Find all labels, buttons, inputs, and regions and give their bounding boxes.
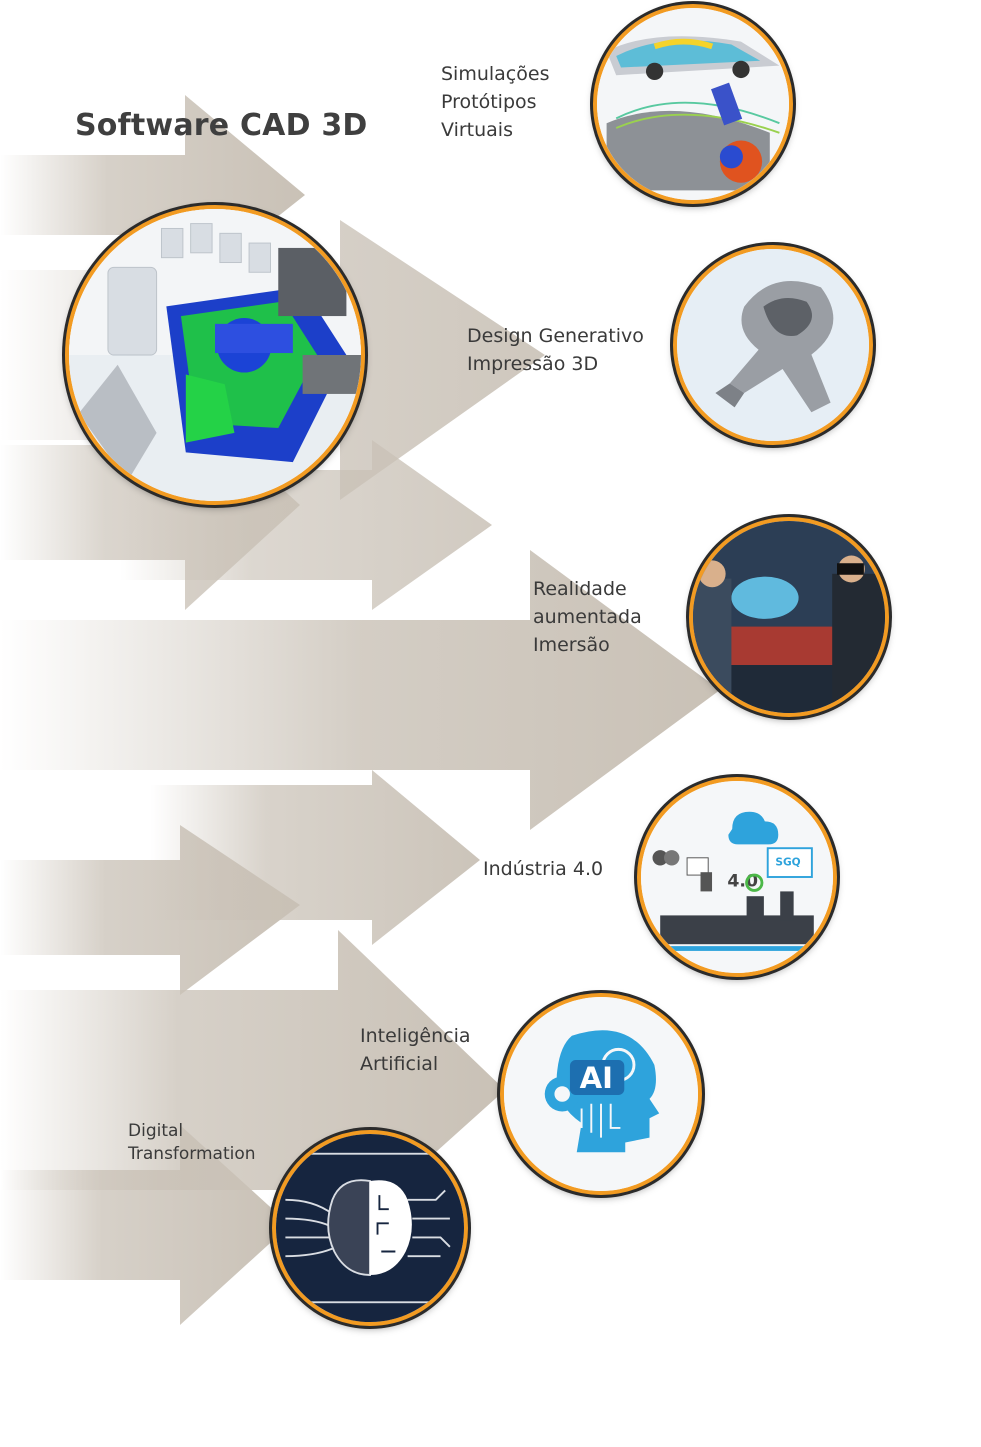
augmented-reality-circle xyxy=(689,517,889,717)
arrow-7 xyxy=(150,770,480,945)
label-line: Impressão 3D xyxy=(467,353,599,375)
industry-circle: 4.0 SGQ xyxy=(637,777,837,977)
label-design-generativo: Design Generativo Impressão 3D xyxy=(467,322,644,378)
label-line: Artificial xyxy=(360,1053,439,1075)
label-line: Imersão xyxy=(533,634,610,656)
digital-transformation-circle xyxy=(272,1130,468,1326)
generative-design-image xyxy=(677,249,869,441)
arrow-5 xyxy=(0,550,720,830)
label-industria: Indústria 4.0 xyxy=(483,855,603,883)
sgq-badge: SGQ xyxy=(775,856,800,868)
ai-circle: AI xyxy=(500,993,702,1195)
cad-assembly-image xyxy=(69,209,361,501)
industry-40-image: 4.0 SGQ xyxy=(641,781,833,973)
label-line: Simulações xyxy=(441,63,550,85)
digital-brain-image xyxy=(276,1134,464,1322)
label-simulacoes: Simulações Protótipos Virtuais xyxy=(441,60,549,144)
label-line: Digital xyxy=(128,1121,184,1141)
simulation-circle xyxy=(593,4,793,204)
label-line: Virtuais xyxy=(441,119,513,141)
generative-design-circle xyxy=(673,245,873,445)
label-digital: Digital Transformation xyxy=(128,1120,256,1166)
cad-main-circle xyxy=(65,205,365,505)
augmented-reality-image xyxy=(693,521,885,713)
label-inteligencia: Inteligência Artificial xyxy=(360,1022,471,1078)
simulation-image xyxy=(597,8,789,200)
ai-badge: AI xyxy=(580,1061,613,1095)
label-line: aumentada xyxy=(533,606,642,628)
label-line: Design Generativo xyxy=(467,325,644,347)
label-line: Inteligência xyxy=(360,1025,471,1047)
label-line: Realidade xyxy=(533,578,627,600)
label-line: Indústria 4.0 xyxy=(483,858,604,880)
label-realidade-aumentada: Realidade aumentada Imersão xyxy=(533,575,642,659)
ai-head-image: AI xyxy=(504,997,698,1191)
page-title: Software CAD 3D xyxy=(75,108,368,143)
label-line: Transformation xyxy=(128,1144,256,1164)
label-line: Protótipos xyxy=(441,91,537,113)
arrow-9 xyxy=(0,1125,290,1325)
